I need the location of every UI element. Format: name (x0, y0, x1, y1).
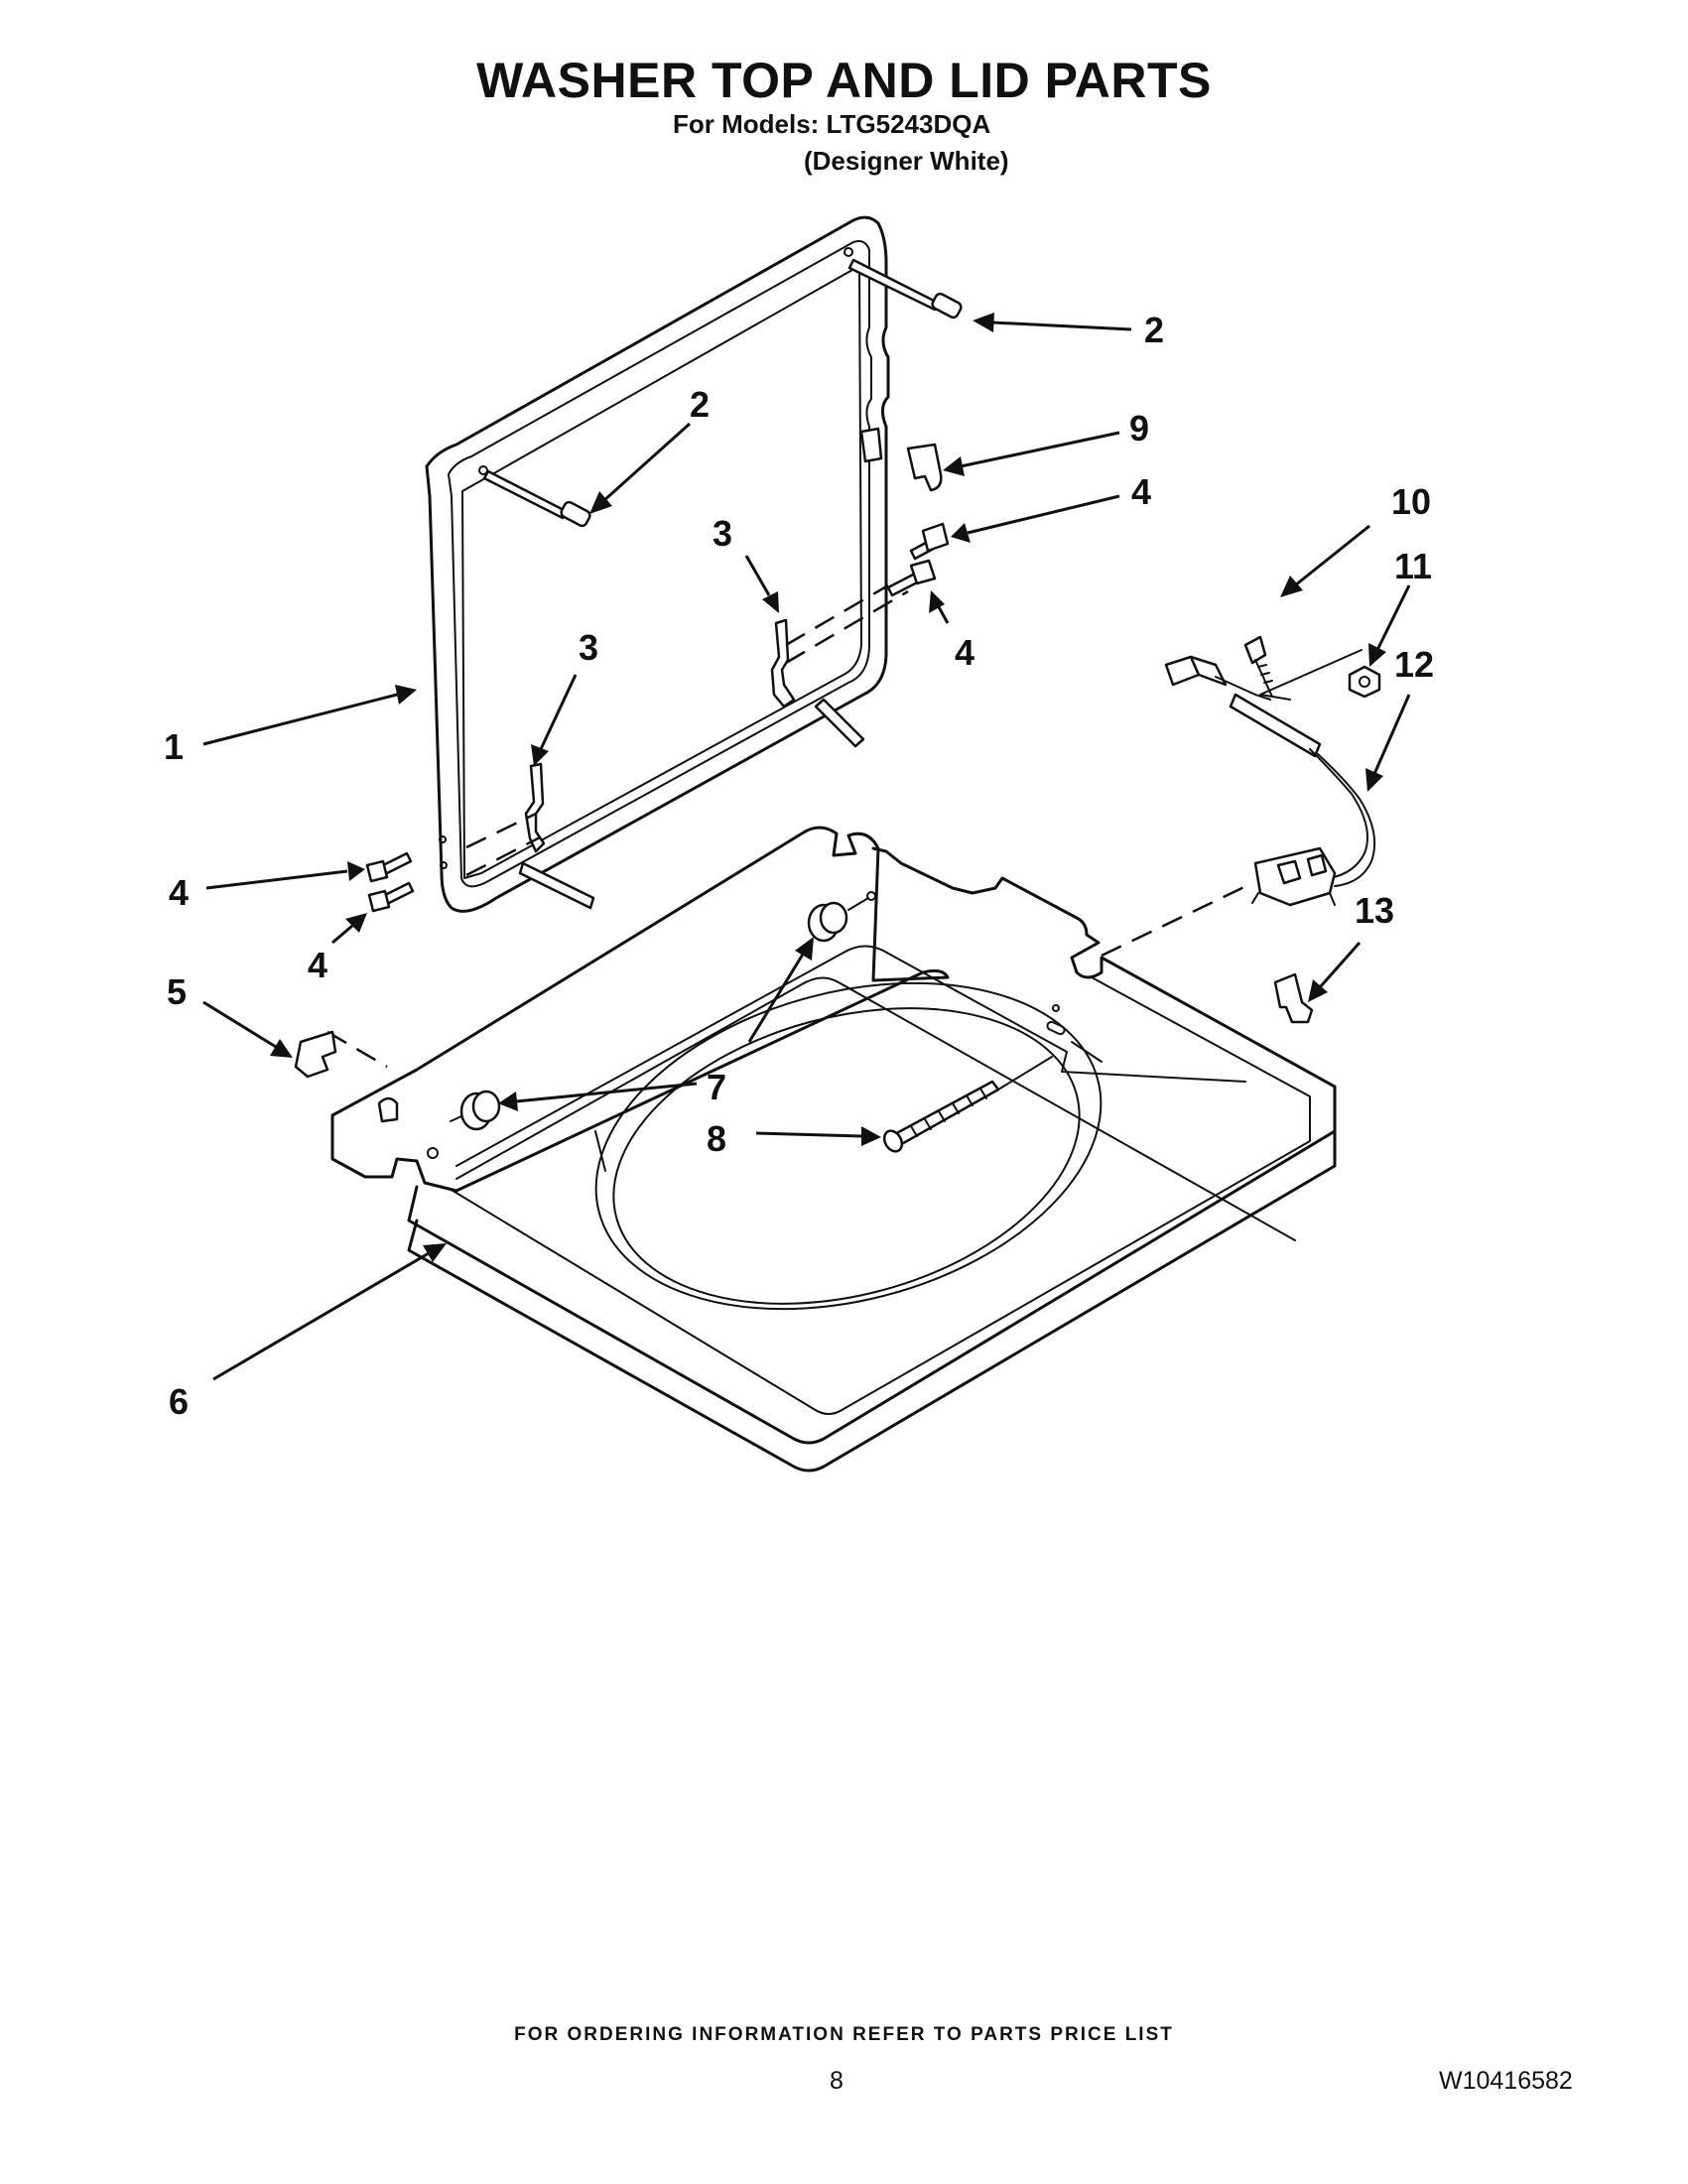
callout-9: 9 (1129, 408, 1149, 449)
screw-upper-right-a (909, 522, 950, 561)
alignment-line-lid-right (785, 589, 909, 665)
alignment-line-clip (326, 1030, 388, 1069)
callout-4-lower-left: 4 (169, 872, 189, 913)
alignment-line-switch (1101, 881, 1253, 958)
callout-3-lower: 3 (579, 627, 598, 668)
lid-strip-tab-left (518, 861, 595, 910)
bumper-left (450, 1090, 501, 1131)
callout-4-bottom-left: 4 (308, 945, 327, 985)
hinge-pin-lid-left (482, 469, 591, 528)
top-mounting-screw (882, 1056, 1053, 1153)
callout-2-upper-right: 2 (1144, 310, 1164, 350)
washer-top-part (330, 826, 1337, 1473)
models-line: For Models: LTG5243DQA (673, 109, 991, 139)
callout-7: 7 (707, 1067, 726, 1107)
callout-11: 11 (1394, 546, 1432, 586)
screw-lower-left-b (367, 881, 415, 913)
harness-screw (1243, 635, 1273, 698)
callout-4-right: 4 (955, 632, 974, 673)
callout-5: 5 (167, 971, 187, 1012)
hinge-pin-lid-right (847, 258, 963, 320)
page-number: 8 (830, 2067, 844, 2095)
callout-13: 13 (1355, 890, 1394, 931)
alignment-line-lid-left (465, 812, 537, 849)
lid-switch-assembly (1164, 649, 1376, 907)
switch-clip (1273, 972, 1314, 1024)
ordering-note: FOR ORDERING INFORMATION REFER TO PARTS … (514, 2024, 1174, 2045)
callout-10: 10 (1391, 481, 1431, 522)
callout-1: 1 (164, 726, 184, 767)
document-id: W10416582 (1439, 2067, 1573, 2095)
callout-8: 8 (707, 1118, 726, 1159)
lid-strip-tab-right (814, 698, 865, 748)
hex-nut (1348, 665, 1381, 699)
screw-upper-right-b (886, 559, 937, 597)
bumper-right (807, 891, 876, 943)
screw-lower-left-a (365, 851, 413, 883)
hinge-clip (294, 1030, 337, 1079)
callout-12: 12 (1394, 644, 1434, 685)
leader-arrows (202, 313, 1411, 1381)
page-title: WASHER TOP AND LID PARTS (476, 53, 1212, 108)
callout-4-upper-right: 4 (1131, 471, 1151, 512)
lid-part (425, 215, 890, 913)
alignment-line-lid-left-2 (465, 835, 541, 877)
callout-3-middle: 3 (713, 513, 732, 554)
callout-6: 6 (169, 1381, 189, 1422)
callout-2-upper-left: 2 (690, 384, 710, 425)
hinge-bracket-left (524, 762, 546, 853)
alignment-line-lid-right-2 (785, 583, 889, 647)
variant-line: (Designer White) (804, 146, 1009, 176)
hinge-bracket-right (770, 618, 796, 708)
lid-switch-actuator (859, 427, 943, 492)
